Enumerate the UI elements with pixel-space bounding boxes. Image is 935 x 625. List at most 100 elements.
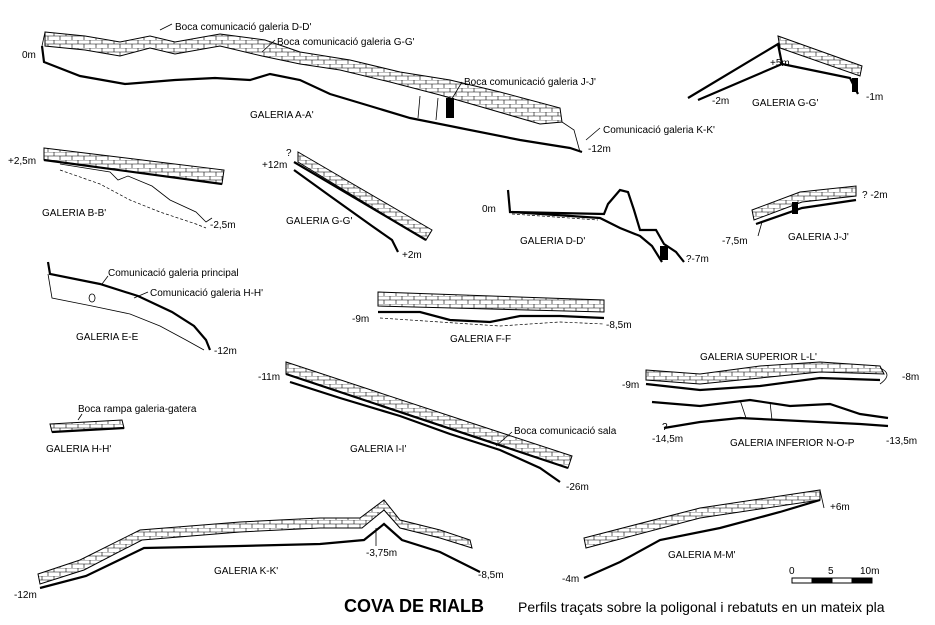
aa-depth-top: 0m xyxy=(22,50,36,61)
ee-floor xyxy=(47,273,205,351)
ii-leader xyxy=(495,431,513,447)
hh-note: Boca rampa galeria-gatera xyxy=(78,404,197,415)
ee-hole xyxy=(88,293,96,303)
profile-galeria-gg-top: +5m -2m -1m GALERIA G-G' xyxy=(687,35,883,109)
ii-rock-band xyxy=(285,361,573,469)
aa-leader-jj xyxy=(449,81,463,103)
ll-label: GALERIA SUPERIOR L-L' xyxy=(700,352,817,363)
profile-galeria-mm: -4m +6m GALERIA M-M' xyxy=(562,489,850,585)
aa-infill xyxy=(446,98,454,118)
dd-depth-bottom: ?-7m xyxy=(686,254,709,265)
figure-subtitle: Perfils traçats sobre la poligonal i reb… xyxy=(518,599,885,615)
scale-seg-2 xyxy=(811,577,833,584)
ll-right: -8m xyxy=(902,372,919,383)
nop-upper xyxy=(651,398,889,420)
scale-seg-4 xyxy=(851,577,873,584)
aa-leader-gg xyxy=(261,39,276,53)
ll-end-loop xyxy=(879,367,888,385)
scale-seg-1 xyxy=(791,577,813,584)
ii-floor xyxy=(289,380,561,483)
scale-tick-5: 5 xyxy=(828,566,834,577)
profile-galeria-aa: Boca comunicació galeria D-D' Boca comun… xyxy=(22,22,715,155)
jj-rock-band xyxy=(751,185,857,221)
ff-gravel xyxy=(379,317,605,327)
ee-note-hh: Comunicació galeria H-H' xyxy=(150,288,263,299)
hh-floor xyxy=(51,426,125,434)
profile-galeria-gg: ? +12m +2m GALERIA G-G' xyxy=(262,148,433,261)
profile-galeria-bb: +2,5m -2,5m GALERIA B-B' xyxy=(8,147,236,231)
kk-right: -8,5m xyxy=(478,570,504,581)
dd-floor xyxy=(511,210,663,263)
gg-top-label: GALERIA G-G' xyxy=(752,98,818,109)
aa-note-dd: Boca comunicació galeria D-D' xyxy=(175,22,312,33)
mm-right: +6m xyxy=(830,502,850,513)
ii-label: GALERIA I-I' xyxy=(350,444,406,455)
aa-ceiling-line xyxy=(41,31,46,47)
ll-floor xyxy=(645,376,881,392)
jj-right: ? -2m xyxy=(862,190,888,201)
ee-leader-main xyxy=(101,275,109,285)
bb-depth-top: +2,5m xyxy=(8,156,36,167)
gg-q: ? xyxy=(286,148,292,159)
ee-ceiling xyxy=(46,261,212,351)
jj-left: -7,5m xyxy=(722,236,748,247)
ff-left: -9m xyxy=(352,314,369,325)
gg-depth-bottom: +2m xyxy=(402,250,422,261)
figure-title: COVA DE RIALB xyxy=(344,596,484,616)
ii-note: Boca comunicació sala xyxy=(514,426,617,437)
mm-wall xyxy=(819,489,825,509)
profile-galeria-ff: -9m -8,5m GALERIA F-F xyxy=(352,291,632,345)
gg-top-right: -1m xyxy=(866,92,883,103)
nop-left: -14,5m xyxy=(652,434,683,445)
profile-galeria-ii: Boca comunicació sala -11m -26m GALERIA … xyxy=(258,361,617,493)
gg-ceiling xyxy=(293,161,427,241)
ee-leader-hh xyxy=(133,291,149,299)
scale-seg-3 xyxy=(831,577,853,584)
dd-label: GALERIA D-D' xyxy=(520,236,585,247)
ee-label: GALERIA E-E xyxy=(76,332,139,343)
aa-label: GALERIA A-A' xyxy=(250,110,314,121)
ee-note-main: Comunicació galeria principal xyxy=(108,268,239,279)
hh-leader xyxy=(77,413,83,421)
profile-galeria-jj: ? -2m -7,5m GALERIA J-J' xyxy=(722,185,888,247)
aa-end-wall xyxy=(561,121,581,153)
kk-floor xyxy=(39,522,481,590)
kk-mid: -3,75m xyxy=(366,548,397,559)
ii-ceiling xyxy=(285,372,569,470)
profile-galeria-dd: 0m ?-7m GALERIA D-D' xyxy=(482,188,709,265)
aa-note-kk: Comunicació galeria K-K' xyxy=(603,125,715,136)
kk-label: GALERIA K-K' xyxy=(214,566,278,577)
jj-floor xyxy=(755,198,857,226)
scale-tick-10: 10m xyxy=(860,566,879,577)
bb-depth-bottom: -2,5m xyxy=(210,220,236,231)
ii-depth-top: -11m xyxy=(258,372,280,383)
nop-q: ? xyxy=(662,422,668,433)
ff-floor xyxy=(378,310,605,324)
mm-left: -4m xyxy=(562,574,579,585)
gg-depth-top: +12m xyxy=(262,160,287,171)
ll-rock-band xyxy=(645,361,885,385)
scale-bar: 0 5 10m xyxy=(789,566,879,584)
ii-depth-bottom: -26m xyxy=(566,482,589,493)
nop-link xyxy=(739,399,773,421)
dd-depth-top: 0m xyxy=(482,204,496,215)
jj-wall xyxy=(757,221,763,237)
mm-label: GALERIA M-M' xyxy=(668,550,736,561)
gg-label: GALERIA G-G' xyxy=(286,216,352,227)
bb-floor xyxy=(43,158,223,186)
gg-top-left: -2m xyxy=(712,96,729,107)
mm-floor xyxy=(583,498,821,580)
ff-right: -8,5m xyxy=(606,320,632,331)
dd-infill xyxy=(660,246,668,260)
ff-label: GALERIA F-F xyxy=(450,334,511,345)
aa-depth-bottom: -12m xyxy=(588,144,611,155)
nop-lower xyxy=(663,416,889,430)
aa-leader-dd xyxy=(159,23,173,31)
nop-right: -13,5m xyxy=(886,436,917,447)
jj-infill xyxy=(792,202,798,214)
dd-gravel xyxy=(511,213,599,221)
gg-top-ceiling xyxy=(687,42,784,102)
hh-label: GALERIA H-H' xyxy=(46,444,111,455)
